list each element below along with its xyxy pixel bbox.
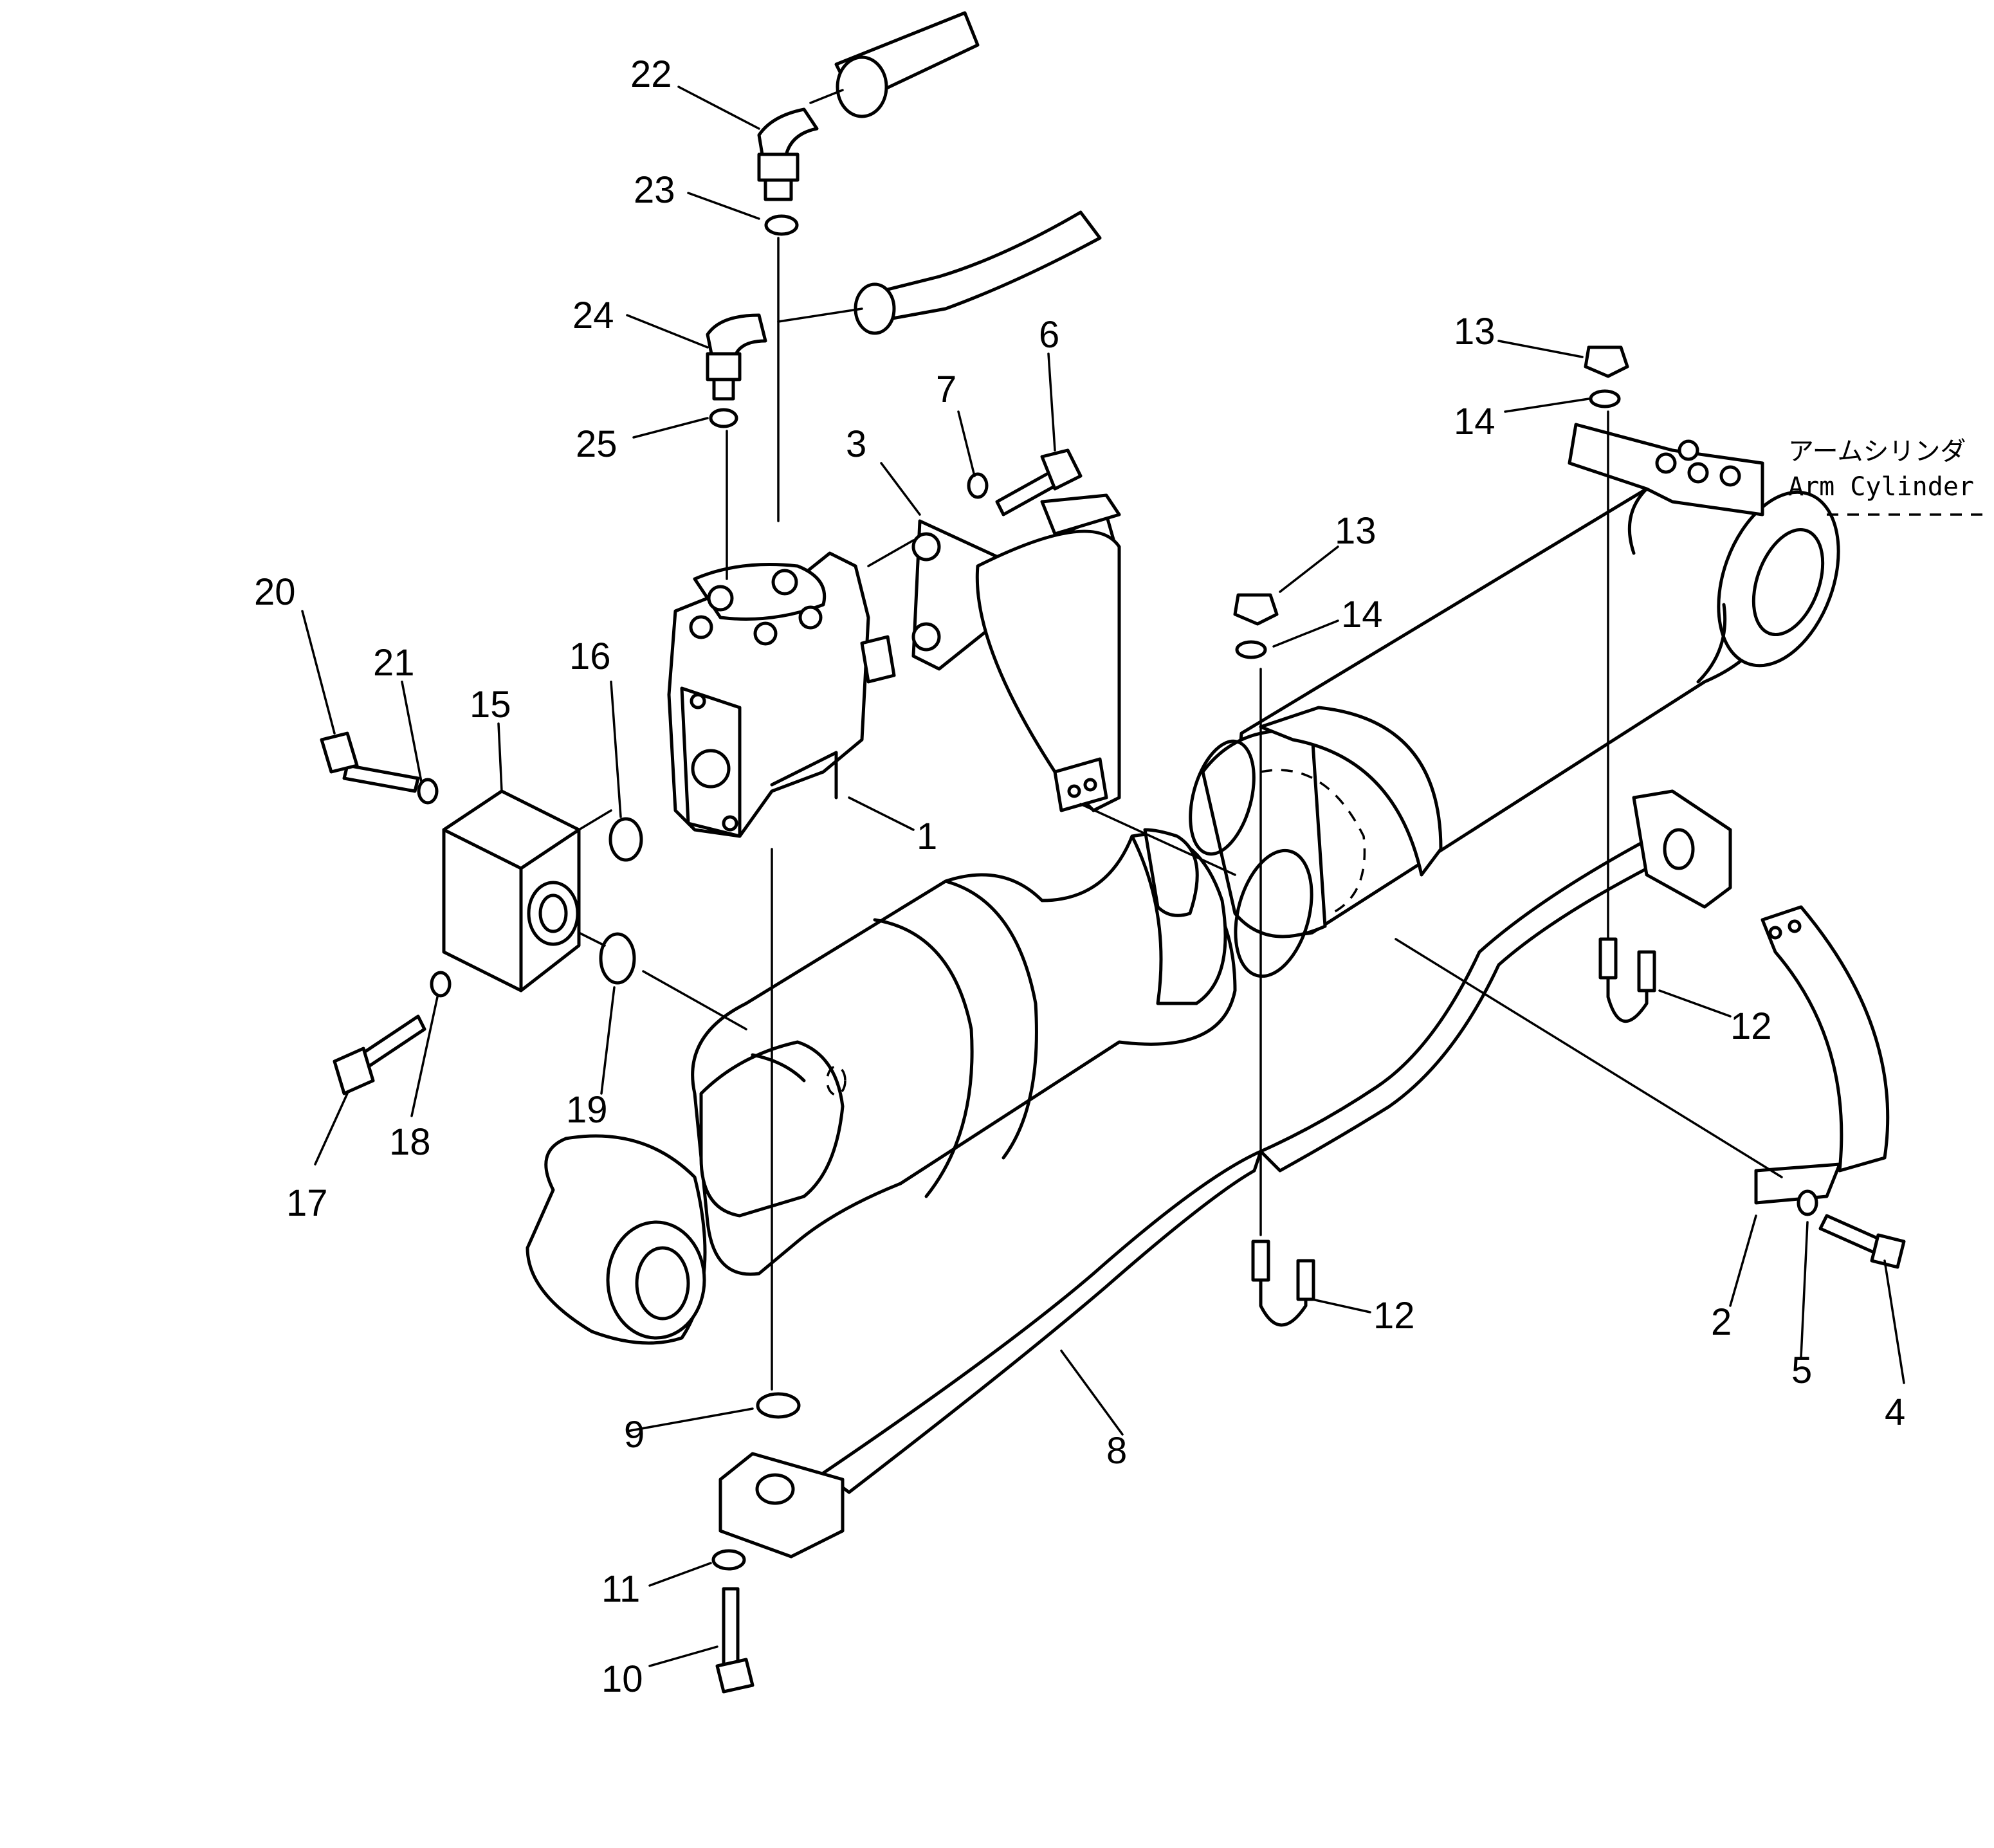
callout-23: 23: [634, 169, 675, 211]
callout-11: 11: [601, 1568, 640, 1610]
callout-17: 17: [286, 1182, 328, 1224]
callout-20: 20: [254, 571, 296, 613]
elbow-22: [757, 107, 819, 201]
callout-14a: 14: [1454, 401, 1496, 443]
callout-19: 19: [566, 1089, 608, 1131]
callout-13b: 13: [1335, 510, 1377, 552]
callout-labels: 22 23 24 25 3 7 6 1 13 14 13 14 12 12 2 …: [254, 53, 1905, 1700]
callout-15: 15: [470, 684, 511, 726]
callout-12b: 12: [1373, 1295, 1415, 1337]
caption-english: Arm Cylinder: [1788, 472, 1974, 502]
u-tube-12-lower: [1251, 1240, 1315, 1327]
callout-10: 10: [601, 1658, 643, 1700]
hose-upper: [834, 11, 1102, 335]
arm-cylinder: [1189, 423, 1840, 978]
callout-2: 2: [1711, 1301, 1732, 1343]
bolt-10: [715, 1587, 755, 1694]
bolt-6: [995, 448, 1083, 517]
callout-25: 25: [576, 423, 617, 465]
callout-5: 5: [1791, 1349, 1812, 1391]
elbow-24: [706, 313, 767, 401]
callout-13a: 13: [1454, 311, 1496, 352]
callout-22: 22: [630, 53, 672, 95]
bolt-17: [333, 1014, 426, 1095]
clamp-band-right: [1754, 905, 1890, 1205]
valve-assembly: [667, 551, 896, 838]
caption-japanese: アームシリンダ: [1788, 437, 1966, 466]
callout-4: 4: [1885, 1391, 1905, 1433]
callout-3: 3: [846, 423, 866, 465]
callout-18: 18: [389, 1121, 431, 1163]
callout-16: 16: [569, 636, 611, 677]
bolt-4: [1818, 1214, 1906, 1269]
assembly-lines: [578, 89, 1783, 1391]
u-tube-12-right: [1598, 937, 1656, 1023]
pipe-8: [718, 789, 1732, 1559]
bolt-20: [320, 731, 420, 793]
washers-and-orings: [417, 214, 1818, 1571]
block-15: [442, 789, 581, 993]
callout-6: 6: [1039, 314, 1059, 356]
callout-14b: 14: [1341, 594, 1383, 636]
callout-8: 8: [1106, 1430, 1127, 1472]
clamp-band-upper: [975, 493, 1121, 812]
callout-leaders: [301, 86, 1905, 1667]
callout-12a: 12: [1730, 1005, 1772, 1047]
arm-cylinder-caption: アームシリンダ Arm Cylinder: [1788, 437, 1988, 516]
callout-21: 21: [373, 642, 415, 684]
callout-24: 24: [572, 295, 614, 336]
callout-1: 1: [917, 816, 937, 857]
callout-7: 7: [936, 369, 956, 410]
callout-9: 9: [624, 1414, 645, 1456]
